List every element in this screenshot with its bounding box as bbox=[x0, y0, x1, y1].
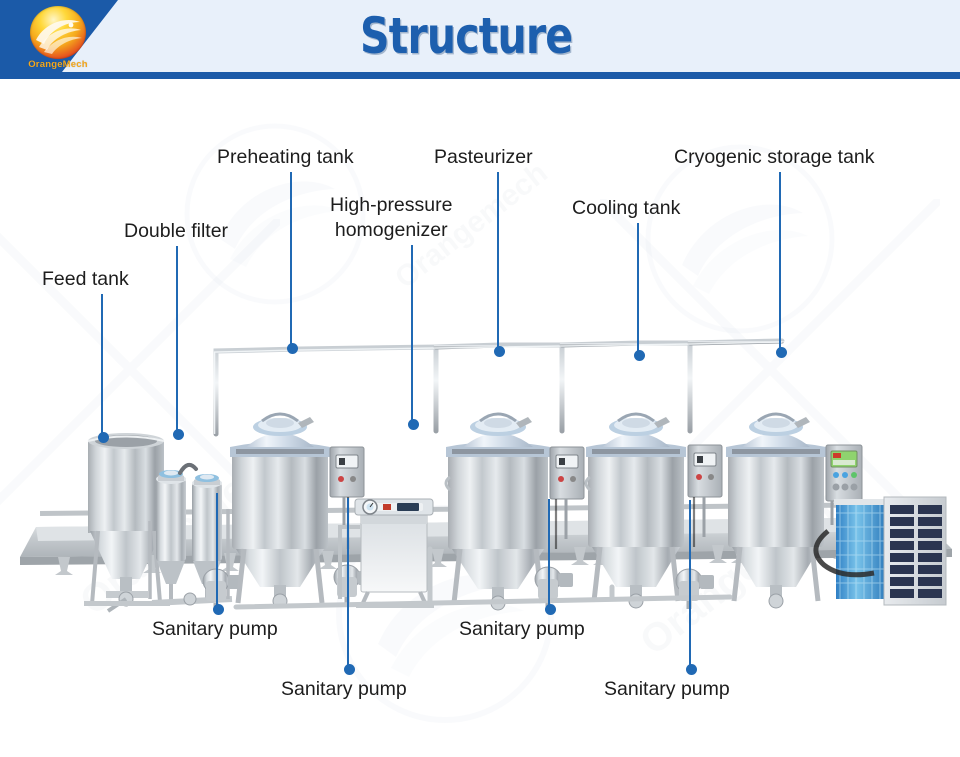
label-sanitary-pump-3: Sanitary pump bbox=[459, 618, 585, 640]
label-sanitary-pump-2: Sanitary pump bbox=[281, 678, 407, 700]
leader-line-pasteurizer bbox=[497, 172, 499, 351]
leader-dot-high-pressure-homogenizer bbox=[407, 418, 419, 430]
label-preheating-tank: Preheating tank bbox=[217, 146, 354, 168]
leader-line-sanitary-pump-4 bbox=[689, 500, 691, 669]
leader-dot-sanitary-pump-4 bbox=[685, 663, 697, 675]
label-pasteurizer: Pasteurizer bbox=[434, 146, 533, 168]
structure-diagram: Orangemech Orangemech Orangemech bbox=[0, 79, 960, 757]
leader-dot-sanitary-pump-3 bbox=[544, 603, 556, 615]
page-title: Structure bbox=[360, 7, 573, 65]
leader-line-preheating-tank bbox=[290, 172, 292, 348]
leader-dot-pasteurizer bbox=[493, 345, 505, 357]
header-light-panel bbox=[0, 0, 960, 72]
label-cryogenic-storage-tank: Cryogenic storage tank bbox=[674, 146, 875, 168]
leader-line-sanitary-pump-1 bbox=[216, 493, 218, 609]
label-high-pressure-homogenizer: High-pressure homogenizer bbox=[330, 194, 453, 241]
logo-swirl-icon bbox=[36, 20, 82, 54]
pipe-manifold-highlight bbox=[213, 341, 783, 434]
leader-dot-sanitary-pump-2 bbox=[343, 663, 355, 675]
production-line-illustration bbox=[20, 338, 952, 613]
leader-line-feed-tank bbox=[101, 294, 103, 437]
leader-dot-sanitary-pump-1 bbox=[212, 603, 224, 615]
leader-line-sanitary-pump-3 bbox=[548, 499, 550, 609]
feed-tank bbox=[84, 433, 170, 613]
leader-dot-cryogenic-storage-tank bbox=[775, 346, 787, 358]
label-sanitary-pump-4: Sanitary pump bbox=[604, 678, 730, 700]
page-header: OrangeMech Structure bbox=[0, 0, 960, 79]
high-pressure-homogenizer bbox=[338, 498, 434, 608]
label-double-filter: Double filter bbox=[124, 220, 229, 242]
label-feed-tank: Feed tank bbox=[42, 268, 129, 290]
chiller-condenser-unit bbox=[813, 496, 947, 606]
leader-dot-preheating-tank bbox=[286, 342, 298, 354]
preheating-tank bbox=[230, 412, 365, 609]
cooling-tank bbox=[584, 412, 723, 609]
sanitary-pump bbox=[675, 568, 714, 609]
leader-line-double-filter bbox=[176, 246, 178, 434]
leader-dot-cooling-tank bbox=[633, 349, 645, 361]
leader-dot-feed-tank bbox=[97, 431, 109, 443]
label-cooling-tank: Cooling tank bbox=[572, 197, 681, 219]
brand-logo: OrangeMech bbox=[16, 6, 100, 74]
leader-line-cooling-tank bbox=[637, 223, 639, 355]
leader-line-cryogenic-storage-tank bbox=[779, 172, 781, 352]
leader-line-sanitary-pump-2 bbox=[347, 498, 349, 669]
leader-line-high-pressure-homogenizer bbox=[411, 245, 413, 424]
brand-logo-text: OrangeMech bbox=[28, 59, 88, 70]
leader-dot-double-filter bbox=[172, 428, 184, 440]
orangemech-swirl-logo bbox=[30, 6, 86, 59]
label-sanitary-pump-1: Sanitary pump bbox=[152, 618, 278, 640]
cryogenic-storage-tank bbox=[726, 412, 863, 609]
